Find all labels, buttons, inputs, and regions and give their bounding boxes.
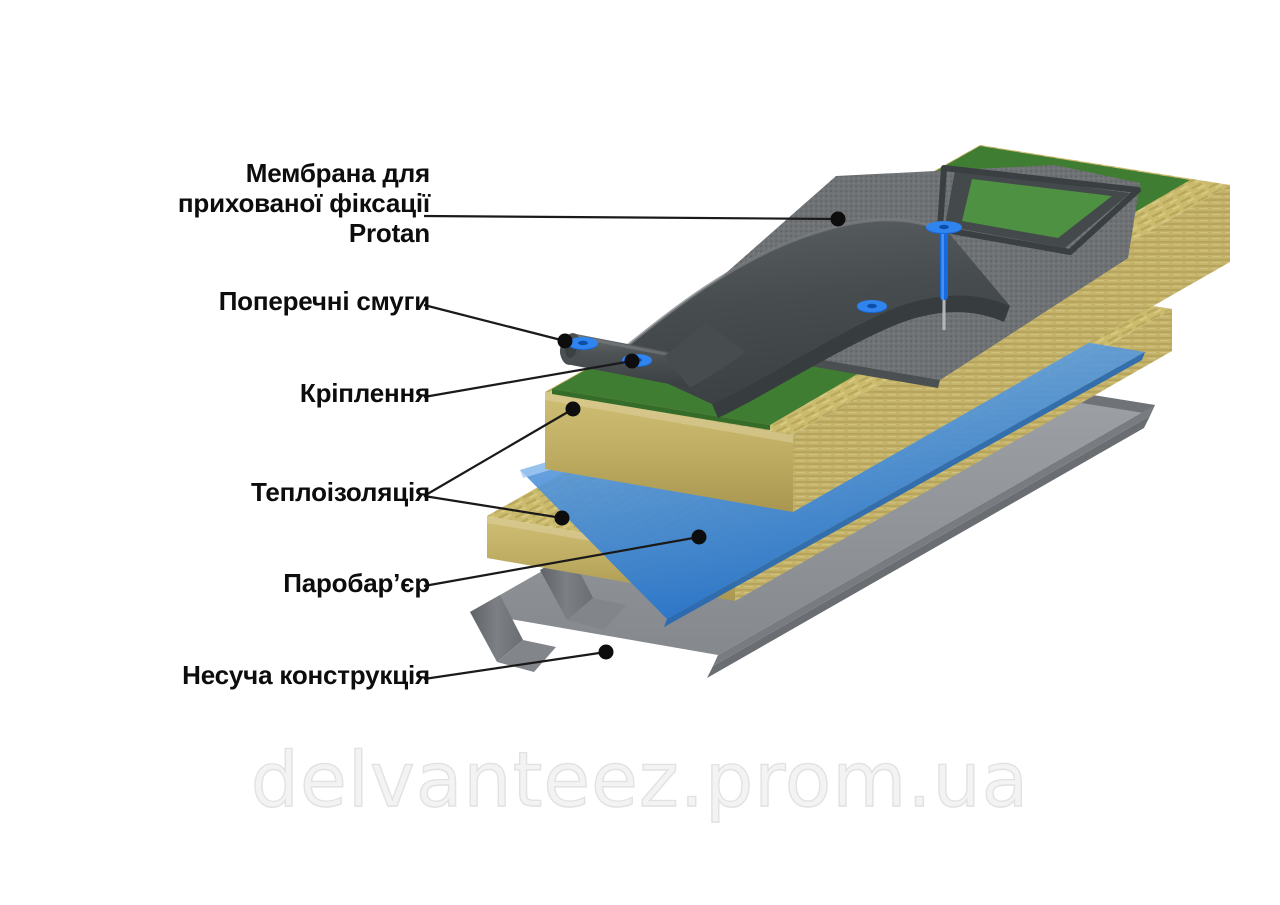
label-membrane: Мембрана для прихованої фіксації Protan <box>177 158 430 248</box>
label-deck: Несуча конструкція <box>182 660 430 690</box>
fastener-washer-right <box>857 300 887 313</box>
leader-lines <box>423 214 839 681</box>
membrane-lifted-corner <box>937 165 1141 255</box>
label-vapour-barrier: Паробар’єр <box>283 568 430 598</box>
fastener-main <box>926 221 962 330</box>
label-insulation: Теплоізоляція <box>250 477 430 507</box>
fastener-washer-left <box>568 337 598 350</box>
leader-dots <box>554 211 846 660</box>
label-strips: Поперечні смуги <box>218 286 431 316</box>
label-fastener: Кріплення <box>299 378 430 408</box>
